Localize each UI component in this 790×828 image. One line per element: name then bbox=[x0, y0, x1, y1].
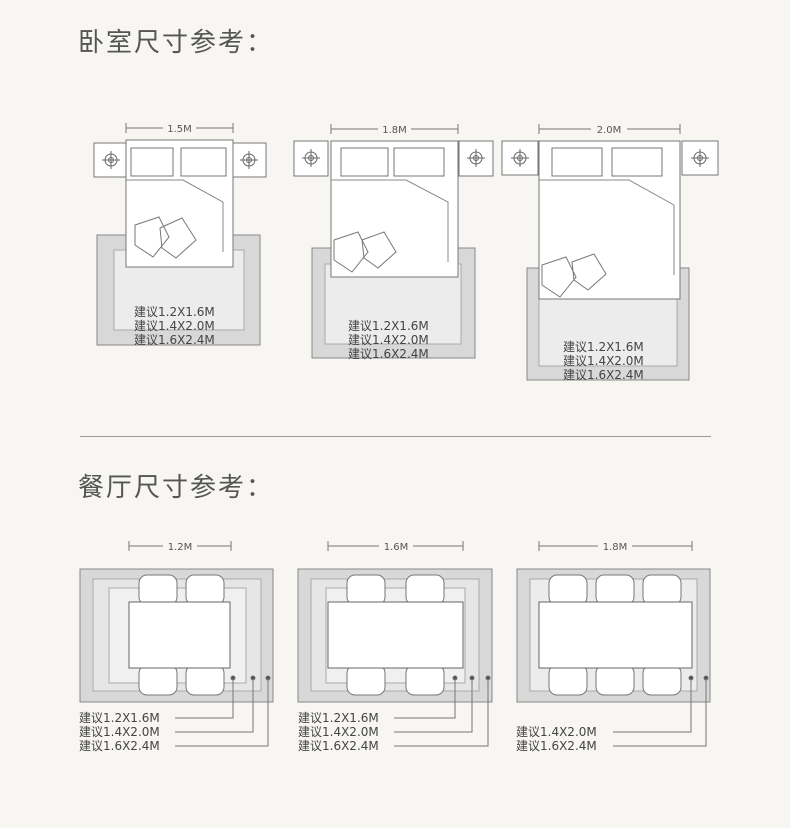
cushion-icon bbox=[541, 253, 607, 298]
rug-size-note: 建议1.2X1.6M bbox=[348, 319, 429, 333]
pillow-icon bbox=[611, 147, 663, 177]
rug-size-note: 建议1.2X1.6M bbox=[298, 711, 379, 725]
rug-size-note: 建议1.6X2.4M bbox=[134, 333, 215, 347]
rug-size-note: 建议1.2X1.6M bbox=[79, 711, 160, 725]
section-divider bbox=[80, 436, 711, 437]
rug-size-note: 建议1.4X2.0M bbox=[79, 725, 160, 739]
pillow-icon bbox=[551, 147, 603, 177]
rug-size-note: 建议1.4X2.0M bbox=[298, 725, 379, 739]
dining-diagram-3: 1.8M 建议1.4X2.0M 建议1.6X2.4M bbox=[516, 540, 711, 753]
chair bbox=[346, 574, 386, 606]
chair bbox=[642, 664, 682, 696]
bedroom-section-title: 卧室尺寸参考： bbox=[78, 28, 275, 58]
chair bbox=[185, 574, 225, 606]
pillow-icon bbox=[130, 147, 174, 177]
chair bbox=[138, 574, 178, 606]
rug-size-note: 建议1.4X2.0M bbox=[348, 333, 429, 347]
width-label: 2.0M bbox=[597, 125, 622, 136]
dining-table bbox=[327, 601, 464, 669]
dining-table bbox=[128, 601, 231, 669]
chair bbox=[346, 664, 386, 696]
chair bbox=[405, 574, 445, 606]
dining-section-title: 餐厅尺寸参考： bbox=[78, 473, 275, 503]
chair bbox=[595, 664, 635, 696]
pillow-icon bbox=[180, 147, 227, 177]
width-label: 1.8M bbox=[382, 125, 407, 136]
chair bbox=[548, 574, 588, 606]
leader-lines bbox=[175, 675, 271, 747]
leader-lines bbox=[394, 675, 491, 747]
blanket-fold bbox=[331, 179, 449, 262]
bedroom-diagram-3: 2.0M 建议1.2X1.6M 建议1.4X2.0M 建议1.6X2.4M bbox=[501, 123, 719, 382]
rug-size-note: 建议1.6X2.4M bbox=[79, 739, 160, 753]
rug-size-note: 建议1.6X2.4M bbox=[298, 739, 379, 753]
chair bbox=[138, 664, 178, 696]
cushion-icon bbox=[134, 216, 197, 259]
width-label: 1.5M bbox=[167, 124, 192, 135]
cushion-icon bbox=[333, 231, 397, 273]
dining-table bbox=[538, 601, 693, 669]
lamp-icon bbox=[302, 149, 320, 167]
rug-size-note: 建议1.6X2.4M bbox=[348, 347, 429, 361]
rug-size-note: 建议1.2X1.6M bbox=[563, 340, 644, 354]
dining-diagram-2: 1.6M 建议1.2X1.6M 建议1.4X2.0M 建议1.6X2.4M bbox=[297, 540, 493, 753]
chair bbox=[185, 664, 225, 696]
chair bbox=[405, 664, 445, 696]
pillow-icon bbox=[340, 147, 389, 177]
rug-size-note: 建议1.4X2.0M bbox=[134, 319, 215, 333]
bedroom-diagram-1: 1.5M 建议1.2X1.6M 建议1.4X2.0M 建议1.6X2.4M bbox=[93, 122, 267, 347]
chair bbox=[595, 574, 635, 606]
blanket-fold bbox=[539, 179, 675, 275]
rug-size-note: 建议1.6X2.4M bbox=[516, 739, 597, 753]
pillow-icon bbox=[393, 147, 445, 177]
lamp-icon bbox=[240, 151, 258, 169]
lamp-icon bbox=[511, 149, 529, 167]
blanket-fold bbox=[126, 179, 224, 252]
rug-size-note: 建议1.4X2.0M bbox=[516, 725, 597, 739]
leader-lines bbox=[613, 675, 709, 747]
lamp-icon bbox=[102, 151, 120, 169]
width-label: 1.6M bbox=[384, 542, 409, 553]
rug-size-note: 建议1.4X2.0M bbox=[563, 354, 644, 368]
width-label: 1.8M bbox=[603, 542, 628, 553]
bedroom-diagram-2: 1.8M 建议1.2X1.6M 建议1.4X2.0M 建议1.6X2.4M bbox=[293, 123, 494, 361]
rug-size-note: 建议1.6X2.4M bbox=[563, 368, 644, 382]
width-label: 1.2M bbox=[168, 542, 193, 553]
rug-size-note: 建议1.2X1.6M bbox=[134, 305, 215, 319]
lamp-icon bbox=[467, 149, 485, 167]
dining-diagram-1: 1.2M 建议1.2X1.6M 建议1.4X2.0M 建议1.6X2.4M bbox=[79, 540, 274, 753]
lamp-icon bbox=[691, 149, 709, 167]
chair bbox=[548, 664, 588, 696]
chair bbox=[642, 574, 682, 606]
